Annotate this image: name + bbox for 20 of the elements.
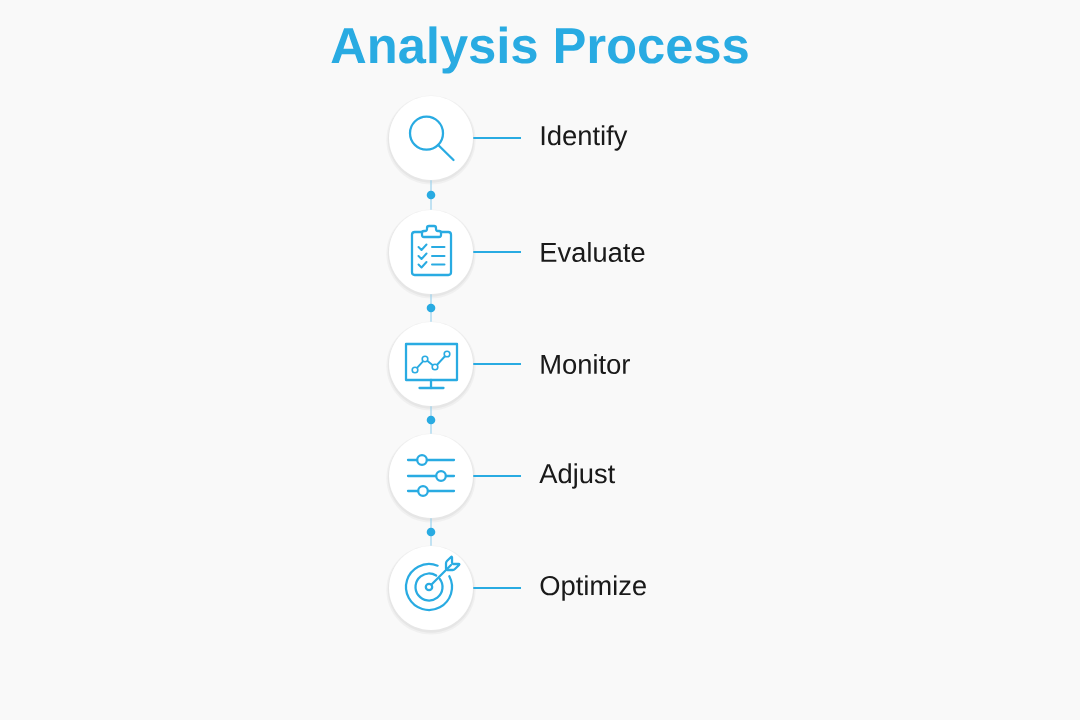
step-circle — [386, 321, 476, 411]
step-label: Evaluate — [541, 241, 645, 263]
step-circle — [386, 433, 476, 523]
step-circle — [386, 209, 476, 299]
connector-line — [473, 136, 521, 140]
step-label: Adjust — [539, 463, 616, 489]
connector-line — [430, 517, 432, 547]
connector-line — [430, 405, 432, 435]
connector-line — [430, 179, 432, 211]
step-label: Optimize — [540, 575, 646, 601]
step-circle — [386, 95, 476, 185]
step-label: Monitor — [541, 353, 630, 375]
connector-line — [430, 293, 432, 323]
connector-line — [473, 474, 521, 478]
step-circle — [386, 545, 476, 635]
connector-line — [473, 250, 521, 254]
connector-line — [473, 362, 521, 366]
step-label: Identify — [541, 125, 628, 151]
connector-line — [473, 586, 521, 590]
title: Analysis Process — [331, 26, 748, 74]
